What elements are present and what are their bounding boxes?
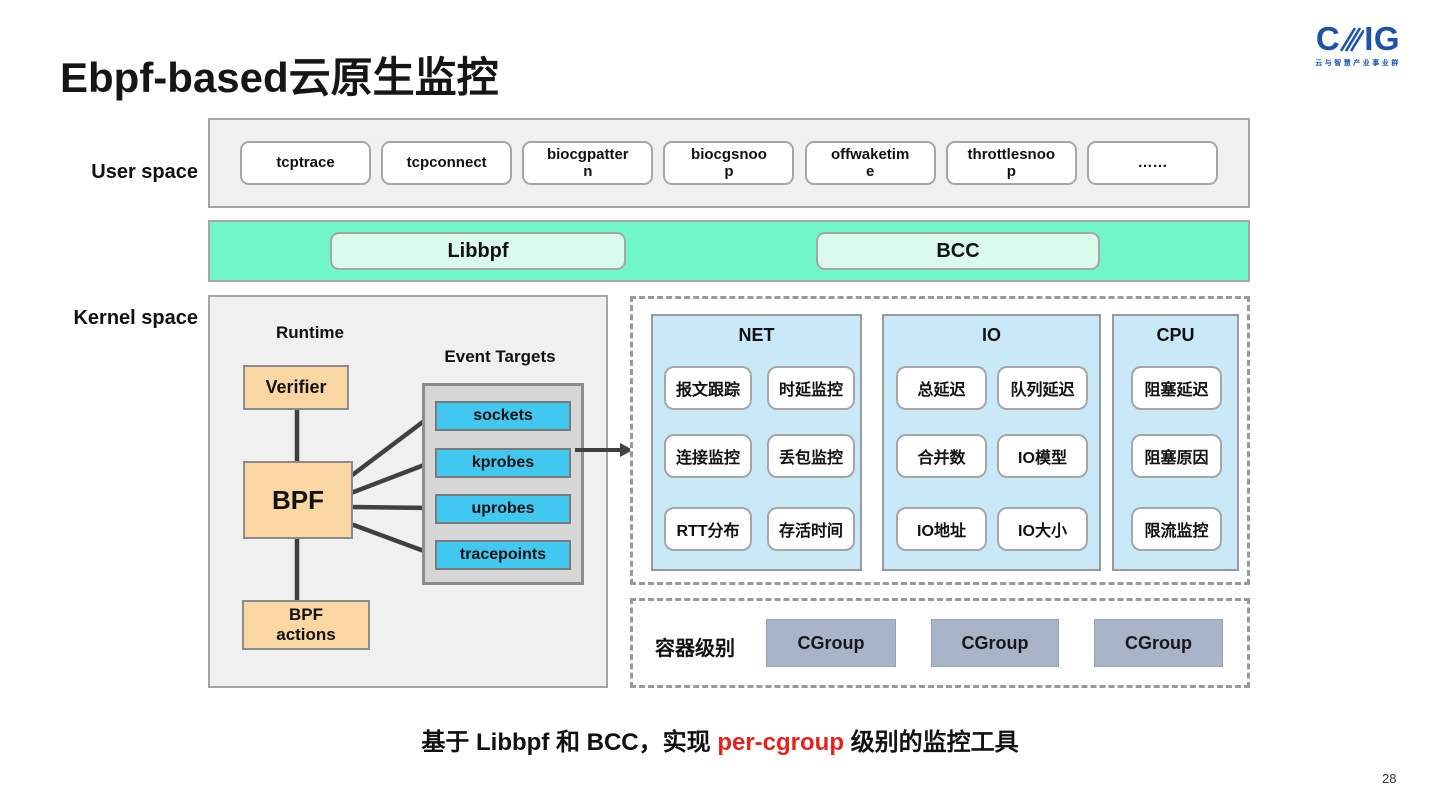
monitor-item: 阻塞原因 [1131,434,1222,478]
tool-box-offwaketime: offwaketim e [804,141,936,185]
event-targets-container: sockets kprobes uprobes tracepoints [422,383,584,585]
monitor-item: 队列延迟 [997,366,1088,410]
page-number: 28 [1382,771,1397,786]
tool-box-biocgsnoop: biocgsnoo p [663,141,795,185]
monitor-item: 时延监控 [767,366,855,410]
middleware-bar: Libbpf BCC [208,220,1250,282]
caption: 基于 Libbpf 和 BCC，实现 per-cgroup 级别的监控工具 [0,722,1440,757]
monitor-item: 丢包监控 [767,434,855,478]
caption-highlight: per-cgroup [717,729,844,756]
caption-suffix: 级别的监控工具 [843,729,1019,756]
tool-box-tcpconnect: tcpconnect [381,141,513,185]
tool-box-tcptrace: tcptrace [240,141,371,185]
cgroup-box: CGroup [766,619,896,667]
monitors-container: NET 报文跟踪 时延监控 连接监控 丢包监控 RTT分布 存活时间 IO 总延… [630,296,1250,585]
monitor-group-title: CPU [1156,325,1195,345]
bpf-actions-box: BPF actions [242,600,370,650]
monitor-group-title: NET [738,325,775,345]
logo-letters-ig: IG [1364,20,1401,57]
monitor-item: 连接监控 [664,434,752,478]
event-target-uprobes: uprobes [435,494,571,524]
cgroup-box: CGroup [931,619,1059,667]
page-title: Ebpf-based云原生监控 [60,54,499,101]
monitor-item: IO模型 [997,434,1088,478]
csig-logo: C IG 云与智慧产业事业群 [1306,22,1410,68]
cgroup-box: CGroup [1094,619,1223,667]
event-target-tracepoints: tracepoints [435,540,571,570]
verifier-box: Verifier [243,365,349,410]
monitor-item: IO地址 [896,507,987,551]
tool-box-throttlesnoop: throttlesnoo p [945,141,1077,185]
monitor-item: 限流监控 [1131,507,1222,551]
kernel-space-panel: Runtime Event Targets Verifier BPF BPF a… [208,295,608,688]
caption-prefix: 基于 Libbpf 和 BCC，实现 [421,729,718,756]
monitor-item: 存活时间 [767,507,855,551]
user-space-panel: tcptrace tcpconnect biocgpatter n biocgs… [208,118,1250,208]
logo-subtitle: 云与智慧产业事业群 [1315,60,1401,67]
tool-box-ellipsis: …… [1086,141,1218,185]
event-targets-label: Event Targets [444,347,556,366]
monitor-item: 合并数 [896,434,987,478]
monitor-group-cpu: CPU 阻塞延迟 阻塞原因 限流监控 [1112,314,1239,571]
event-target-kprobes: kprobes [435,448,571,478]
cgroup-container: 容器级别 CGroup CGroup CGroup [630,598,1250,688]
bpf-box: BPF [243,461,353,539]
monitor-item: 总延迟 [896,366,987,410]
logo-swoosh-icon [1340,26,1365,52]
monitor-item: 阻塞延迟 [1131,366,1222,410]
container-level-label: 容器级别 [655,638,735,660]
csig-logo-wordmark: C IG [1306,22,1410,55]
logo-letter-c: C [1315,20,1341,57]
monitor-item: 报文跟踪 [664,366,752,410]
label-user-space: User space [91,161,198,183]
monitor-group-io: IO 总延迟 队列延迟 合并数 IO模型 IO地址 IO大小 [882,314,1101,571]
label-kernel-space: Kernel space [73,307,198,329]
monitor-group-net: NET 报文跟踪 时延监控 连接监控 丢包监控 RTT分布 存活时间 [651,314,862,571]
event-target-sockets: sockets [435,401,571,431]
monitor-item: IO大小 [997,507,1088,551]
monitor-item: RTT分布 [664,507,752,551]
runtime-label: Runtime [276,323,344,342]
libbpf-box: Libbpf [330,232,626,270]
tool-box-biocgpattern: biocgpatter n [522,141,654,185]
monitor-group-title: IO [981,325,1001,345]
bcc-box: BCC [816,232,1100,270]
